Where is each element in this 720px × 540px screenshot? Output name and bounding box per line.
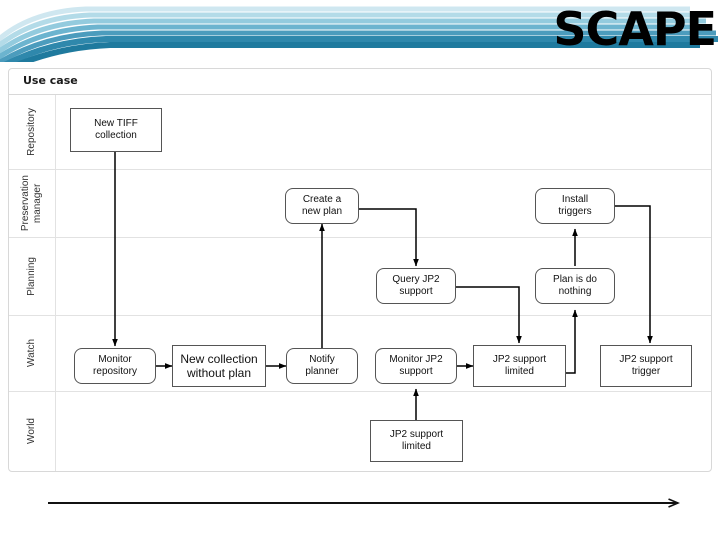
node-create-a-new-plan[interactable]: Create a new plan <box>285 188 359 224</box>
row-label-text: World <box>26 418 37 444</box>
row-divider-4 <box>9 391 711 392</box>
label-column-divider <box>55 95 56 471</box>
row-label-text: Planning <box>26 256 37 296</box>
scape-banner: SCAPE <box>0 0 720 62</box>
node-jp2-support-limited-watch[interactable]: JP2 support limited <box>473 345 566 387</box>
node-monitor-repository[interactable]: Monitor repository <box>74 348 156 384</box>
node-new-collection-without-plan[interactable]: New collection without plan <box>172 345 266 387</box>
row-divider-1 <box>9 169 711 170</box>
table-header: Use case <box>9 69 711 95</box>
row-label-watch: Watch <box>9 315 55 391</box>
node-new-tiff-collection[interactable]: New TIFF collection <box>70 108 162 152</box>
row-label-text: Watch <box>26 339 37 367</box>
node-notify-planner[interactable]: Notify planner <box>286 348 358 384</box>
table-header-label: Use case <box>23 74 78 87</box>
scape-logo-text: SCAPE <box>553 2 717 56</box>
banner-ribbons <box>0 6 718 62</box>
row-label-planning: Planning <box>9 237 55 315</box>
row-divider-2 <box>9 237 711 238</box>
node-query-jp2-support[interactable]: Query JP2 support <box>376 268 456 304</box>
node-jp2-support-trigger[interactable]: JP2 support trigger <box>600 345 692 387</box>
node-plan-is-do-nothing[interactable]: Plan is do nothing <box>535 268 615 304</box>
row-label-repository: Repository <box>9 95 55 169</box>
row-label-world: World <box>9 391 55 471</box>
node-monitor-jp2-support[interactable]: Monitor JP2 support <box>375 348 457 384</box>
node-install-triggers[interactable]: Install triggers <box>535 188 615 224</box>
row-label-preservation-manager: Preservation manager <box>9 169 55 237</box>
timeline-arrow <box>48 480 720 520</box>
row-label-text: Preservation manager <box>20 174 43 232</box>
row-divider-3 <box>9 315 711 316</box>
node-jp2-support-limited-world[interactable]: JP2 support limited <box>370 420 463 462</box>
row-label-text: Repository <box>26 108 37 156</box>
